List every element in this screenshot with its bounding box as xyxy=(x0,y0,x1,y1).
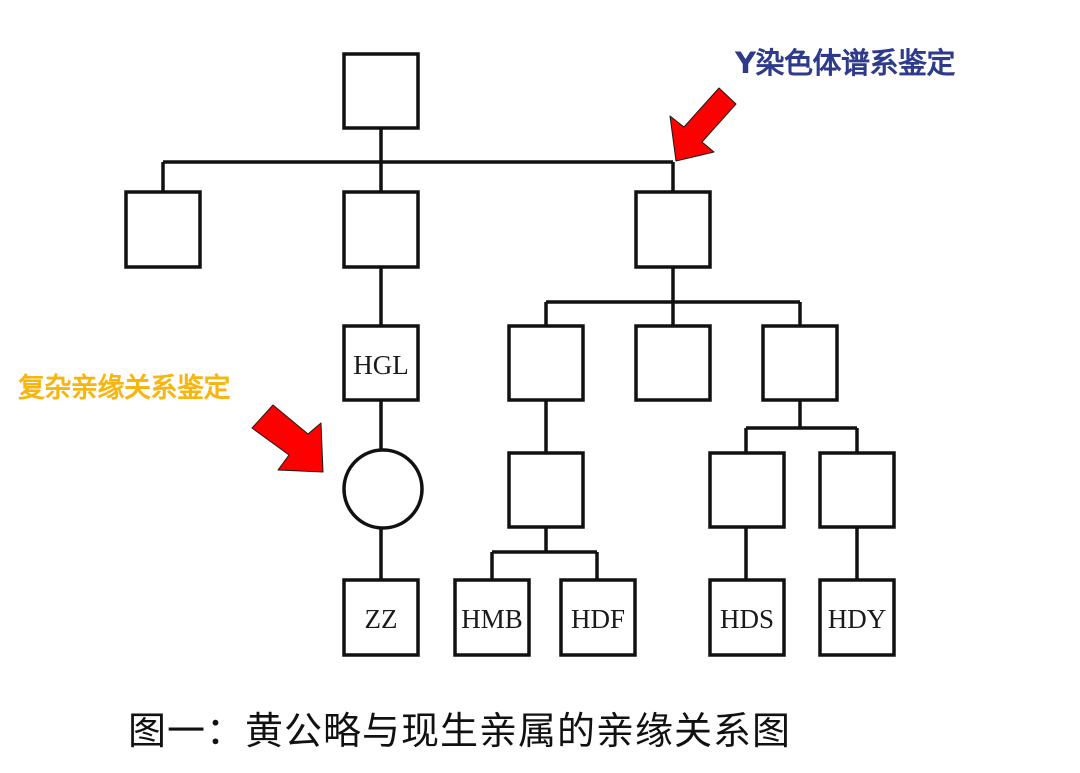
node-gen4-b xyxy=(708,451,786,529)
node-gen2-left xyxy=(124,190,202,269)
node-gen2-middle xyxy=(342,190,420,269)
node-gen4-a xyxy=(507,451,585,529)
figure-caption: 图一：黄公略与现生亲属的亲缘关系图 xyxy=(128,709,792,753)
node-hmb xyxy=(453,578,531,657)
node-hdf xyxy=(559,578,637,657)
node-hdy-label: HDY xyxy=(828,604,887,634)
pedigree-lines xyxy=(161,128,859,580)
node-hgl-label: HGL xyxy=(353,350,409,380)
node-hds-label: HDS xyxy=(720,604,774,634)
arrow-complex-kinship-icon xyxy=(251,404,324,473)
node-gen3-a xyxy=(507,324,585,402)
annotation-y-chromosome: Y染色体谱系鉴定 xyxy=(735,46,956,80)
node-female xyxy=(342,448,424,530)
annotation-complex-kinship: 复杂亲缘关系鉴定 xyxy=(18,373,231,404)
node-gen2-right xyxy=(634,190,712,269)
node-gen3-c xyxy=(761,324,839,402)
arrow-y-chromosome-icon xyxy=(669,87,737,162)
node-hgl xyxy=(342,324,420,402)
node-gen3-b xyxy=(634,324,712,402)
node-zz-label: ZZ xyxy=(365,604,398,634)
node-gen4-c xyxy=(818,451,896,529)
node-zz xyxy=(342,578,420,657)
node-root xyxy=(342,52,420,130)
node-hds xyxy=(708,578,786,657)
node-hdy xyxy=(818,578,896,657)
node-hmb-label: HMB xyxy=(461,604,523,634)
node-hdf-label: HDF xyxy=(571,604,625,634)
